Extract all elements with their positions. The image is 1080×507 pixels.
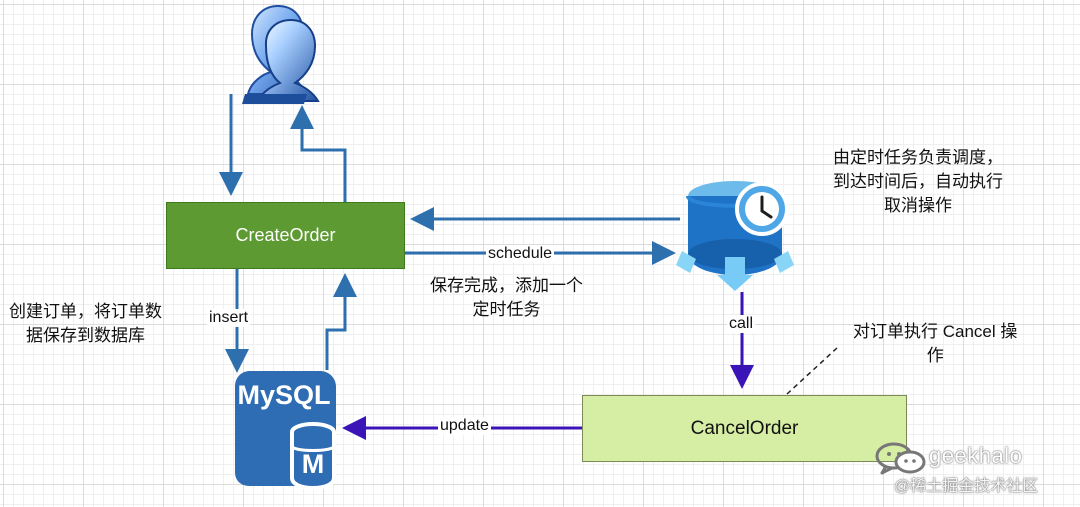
update-edge-label: update xyxy=(438,417,491,436)
scheduled-task-icon xyxy=(676,181,794,291)
cancel-order-node[interactable]: CancelOrder xyxy=(582,395,907,462)
cancel-note: 对订单执行 Cancel 操 作 xyxy=(853,320,1017,368)
insert-edge-label: insert xyxy=(207,309,251,328)
scheduler-note-line-2: 到达时间后，自动执行 xyxy=(833,172,1003,191)
cancel-order-label: CancelOrder xyxy=(690,417,799,439)
create-order-node[interactable]: CreateOrder xyxy=(166,202,405,269)
call-edge-label: call xyxy=(727,315,756,334)
wechat-icon xyxy=(875,442,926,475)
create-order-note-line-1: 创建订单，将订单数 xyxy=(9,302,162,321)
schedule-note: 保存完成，添加一个 定时任务 xyxy=(430,274,583,322)
create-order-note-line-2: 据保存到数据库 xyxy=(26,326,145,345)
create-order-label: CreateOrder xyxy=(235,225,336,245)
schedule-edge-label: schedule xyxy=(486,245,555,264)
create-order-note: 创建订单，将订单数 据保存到数据库 xyxy=(9,300,162,348)
users-icon xyxy=(242,4,320,104)
mysql-m-badge: M xyxy=(302,449,325,479)
scheduler-note: 由定时任务负责调度， 到达时间后，自动执行 取消操作 xyxy=(833,146,1003,218)
scheduler-note-line-3: 取消操作 xyxy=(884,196,952,215)
schedule-note-line-1: 保存完成，添加一个 xyxy=(430,276,583,295)
cancel-note-line-2: 作 xyxy=(926,346,944,365)
mysql-database-icon: MySQL M xyxy=(235,371,336,491)
watermark-site: @稀土掘金技术社区 xyxy=(894,478,1039,495)
watermark-name: geekhalo xyxy=(929,443,1023,468)
cancel-note-line-1: 对订单执行 Cancel 操 xyxy=(853,322,1018,341)
scheduler-note-line-1: 由定时任务负责调度， xyxy=(833,148,1003,167)
schedule-note-line-2: 定时任务 xyxy=(472,300,541,319)
mysql-label: MySQL xyxy=(237,380,330,410)
